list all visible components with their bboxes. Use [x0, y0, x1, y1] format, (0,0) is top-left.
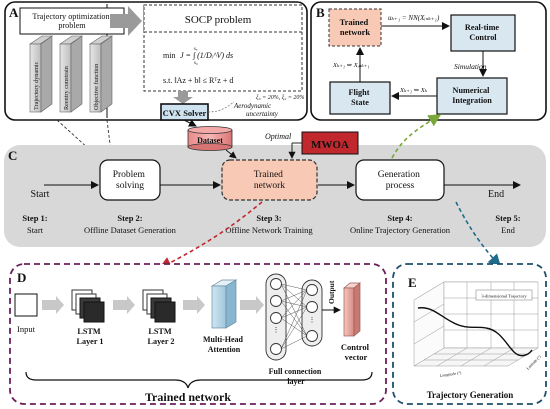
- attention-block: [210, 279, 238, 329]
- simulation-label: Simulation: [454, 62, 487, 71]
- trajectory-generation-footer: Trajectory Generation: [427, 390, 514, 400]
- down-arrow-icon: [173, 91, 193, 104]
- trained-network-node-label: Trained network: [340, 17, 371, 37]
- pillar-label-3: Objective function: [93, 64, 100, 110]
- step-1-desc: Start: [27, 225, 44, 235]
- step-5-desc: End: [501, 225, 515, 235]
- panel-d: D Input LSTM Layer 1 LSTM Layer: [9, 263, 387, 405]
- numerical-integration-label: Numerical Integration: [452, 86, 492, 105]
- objective-equation: J = ∫ (1/Dᵢ^V) ds: [180, 51, 233, 60]
- trained-network-node: [328, 8, 382, 47]
- step-2-title: Step 2:: [117, 213, 142, 223]
- input-label: Input: [17, 324, 36, 334]
- mwoa-label: MWOA: [311, 139, 349, 151]
- control-vector-label: Control vector: [341, 342, 371, 362]
- panel-a: A Trajectory optimization problem Trajec…: [4, 1, 308, 121]
- constraint-equation: s.t. ‖Az + b‖ ≤ Rᵀz + d: [163, 76, 233, 85]
- problem-solving-label: Problem solving: [113, 170, 148, 191]
- svg-text:⋮: ⋮: [273, 326, 280, 334]
- arrow-icon: [113, 296, 135, 314]
- control-vector-block: [343, 282, 361, 337]
- step-1-title: Step 1:: [22, 213, 47, 223]
- pillars: Trajectory dynamic Reentry constrain Obj…: [29, 35, 113, 113]
- integral-upper: sₓ: [194, 47, 198, 52]
- attention-label: Multi-Head Attention: [203, 335, 245, 354]
- objective-min: min: [163, 51, 175, 60]
- lstm-layer-2-stack: [142, 289, 176, 323]
- right-arrow-icon: [110, 6, 142, 36]
- step-4-title: Step 4:: [387, 213, 412, 223]
- problem-solving-node: [99, 159, 161, 201]
- panel-a-label: A: [9, 5, 19, 20]
- panel-e-label: E: [408, 275, 417, 290]
- longitude-axis-label: Longitude (°): [439, 370, 462, 378]
- step-2-desc: Offline Dataset Generation: [84, 225, 177, 235]
- output-label: Output: [327, 280, 336, 304]
- panel-b-label: B: [316, 5, 325, 20]
- trained-network-step-node: [221, 159, 318, 201]
- end-label: End: [488, 189, 504, 200]
- red-link-to-d: [158, 201, 263, 269]
- svg-text:⋮: ⋮: [309, 316, 316, 324]
- trajectory-optimization-header: Trajectory optimization problem: [32, 12, 111, 30]
- pillar-label-1: Trajectory dynamic: [33, 61, 40, 110]
- x-equation: Xₖ₊₁ ⇒ Xᵢₙₖ₊₁: [332, 62, 369, 69]
- plot-legend: [475, 289, 533, 301]
- connector-a-right: [106, 119, 113, 161]
- trajectory-curve: [417, 307, 533, 357]
- green-link-to-b: [391, 114, 442, 159]
- step-3-desc: Offline Network Training: [225, 225, 313, 235]
- teal-link-to-e: [455, 201, 502, 268]
- uncertainty-sigma: ξ₀ = 20%, ξ₂ = 20%: [256, 94, 304, 101]
- brace-icon: [25, 371, 373, 389]
- lstm-layer-2-label: LSTM Layer 2: [148, 327, 175, 346]
- socp-title: SOCP problem: [185, 14, 252, 26]
- lstm-layer-1-label: LSTM Layer 1: [77, 327, 104, 346]
- cvx-solver-label: CVX Solver: [163, 108, 207, 118]
- generation-process-label: Generation process: [378, 170, 423, 191]
- pillar-label-2: Reentry constrain: [63, 66, 70, 110]
- arrow-icon: [240, 296, 264, 314]
- step-4-desc: Online Trajectory Generation: [350, 225, 451, 235]
- full-connection-layer: ⋮ ⋮: [265, 273, 323, 361]
- panel-c: C Dataset MWOA Optimal Start End Problem…: [4, 119, 546, 247]
- trained-network-footer: Trained network: [145, 390, 231, 404]
- xk-equation: Xₖ₊₁ ⇐ Xₖ: [399, 87, 428, 94]
- panel-d-label: D: [17, 270, 26, 285]
- panel-e: E 3-dimensional Trajectory Longitude (°)…: [392, 263, 547, 405]
- optimal-label: Optimal: [265, 132, 292, 141]
- full-connection-label: Full connection layer: [269, 367, 324, 386]
- integral-lower: s₀: [194, 61, 198, 66]
- realtime-control-label: Real-time Control: [465, 23, 501, 42]
- start-label: Start: [31, 189, 50, 200]
- generation-process-node: [355, 159, 445, 201]
- arrow-icon: [183, 296, 205, 314]
- trained-network-step-label: Trained network: [254, 170, 286, 191]
- dataset-label: Dataset: [197, 136, 223, 145]
- panel-c-label: C: [8, 148, 17, 163]
- arrow-icon: [42, 296, 64, 314]
- lstm-layer-1-stack: [71, 289, 105, 323]
- u-equation: uₖ₊₁ = NN(Xᵢₙₖ₊₁): [388, 14, 440, 22]
- dataset-cylinder: Dataset: [187, 126, 233, 151]
- step-3-title: Step 3:: [256, 213, 281, 223]
- flight-state-label: Flight State: [349, 88, 372, 107]
- step-5-title: Step 5:: [495, 213, 520, 223]
- panel-b: B Trained network Real-time Control Nume…: [310, 1, 547, 121]
- aero-uncertainty-label: Aerodynamic uncertainty: [233, 102, 279, 118]
- input-square: [14, 293, 38, 317]
- numerical-integration-node: [436, 77, 508, 115]
- plot-legend-label: 3-dimensional Trajectory: [481, 294, 527, 299]
